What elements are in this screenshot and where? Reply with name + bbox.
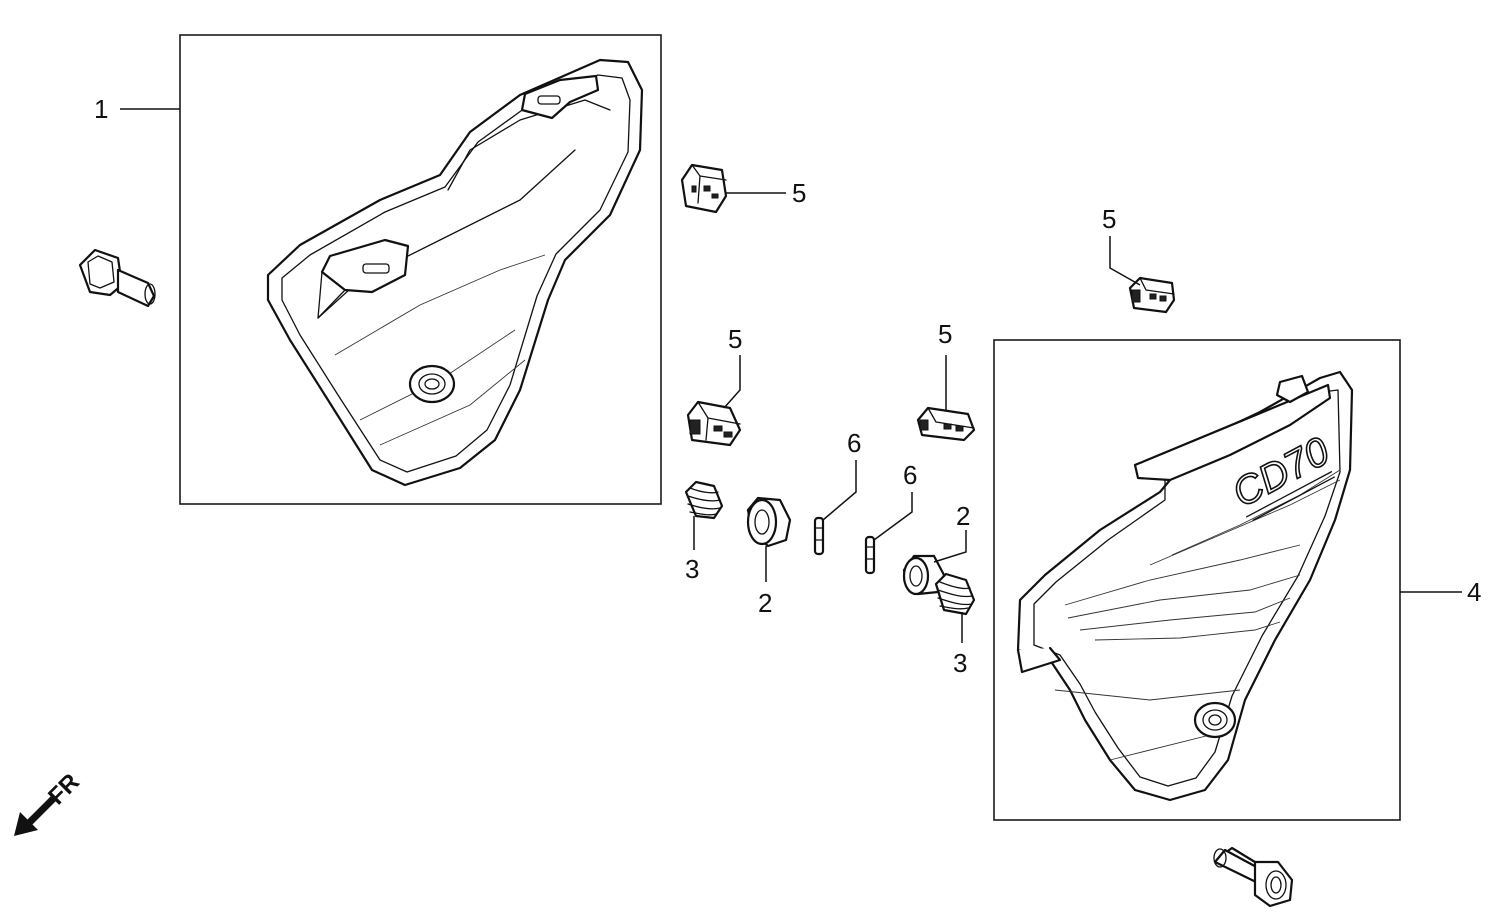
collar-3-right[interactable]	[934, 572, 976, 616]
pin-6-left[interactable]	[813, 516, 825, 556]
leader-5-mid-left	[723, 355, 741, 409]
collar-3-left[interactable]	[684, 480, 724, 520]
callout-6-right: 6	[903, 460, 917, 490]
callout-1: 1	[94, 94, 108, 124]
leader-2-right	[933, 530, 967, 563]
grommet-2-right[interactable]	[902, 554, 946, 596]
arrow-down-left-icon	[14, 795, 57, 836]
callout-4: 4	[1467, 577, 1481, 607]
left-side-cover-group	[179, 34, 662, 505]
callout-5-mid-right: 5	[938, 319, 952, 349]
right-side-cover-group: CD70	[993, 339, 1401, 821]
callout-2-left: 2	[758, 588, 772, 618]
clip-5-top-left[interactable]	[680, 163, 728, 214]
clip-5-top-right[interactable]	[1128, 276, 1176, 314]
callout-2-right: 2	[956, 501, 970, 531]
clip-5-mid-left[interactable]	[686, 400, 742, 447]
grommet-2-left[interactable]	[746, 496, 792, 548]
right-cover-frame	[993, 339, 1401, 821]
callout-5-top-right: 5	[1102, 204, 1116, 234]
leader-6-left	[822, 460, 857, 521]
callout-3-left: 3	[685, 554, 699, 584]
callout-5-top-left: 5	[792, 178, 806, 208]
right-side-cover[interactable]: CD70	[1016, 370, 1354, 802]
left-side-cover[interactable]	[266, 58, 644, 487]
clip-5-mid-right[interactable]	[916, 406, 976, 442]
right-mounting-pin[interactable]	[1213, 846, 1294, 908]
callout-6-left: 6	[847, 428, 861, 458]
leader-5-top-right	[1109, 236, 1141, 286]
pin-6-right[interactable]	[864, 535, 876, 575]
callout-3-right: 3	[953, 648, 967, 678]
left-mounting-pin[interactable]	[78, 248, 156, 308]
leader-6-right	[873, 492, 913, 541]
front-direction-indicator: FR	[14, 769, 85, 836]
left-cover-frame	[179, 34, 662, 505]
callout-5-mid-left: 5	[728, 324, 742, 354]
